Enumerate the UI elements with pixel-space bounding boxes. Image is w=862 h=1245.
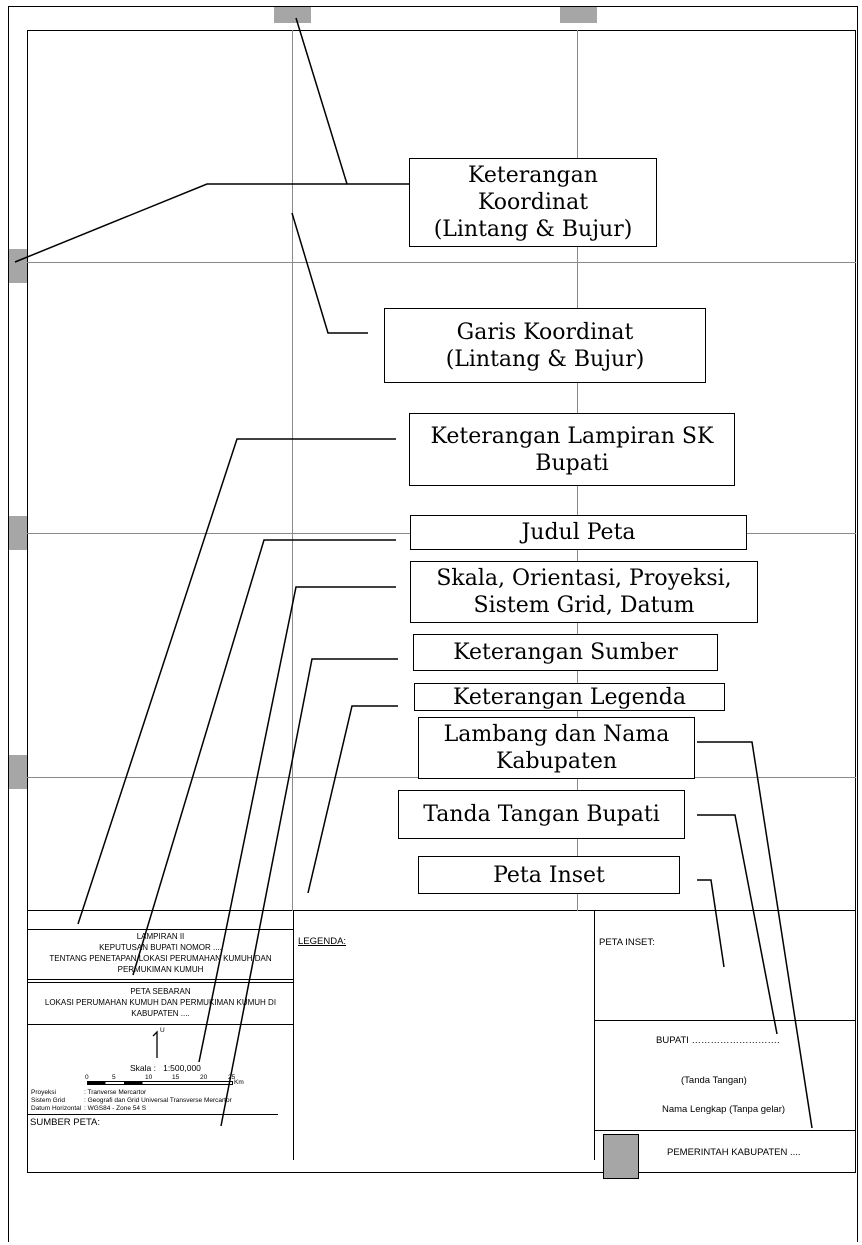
callout-text: Keterangan Sumber xyxy=(453,640,678,665)
callout-text: Tanda Tangan Bupati xyxy=(423,802,660,827)
map-frame xyxy=(27,30,856,911)
callout-legenda: Keterangan Legenda xyxy=(414,683,725,711)
lampiran-line-2: KEPUTUSAN BUPATI NOMOR .... xyxy=(99,943,222,952)
callout-judul-peta: Judul Peta xyxy=(410,515,747,550)
column-divider xyxy=(293,911,294,1160)
coordinate-marker-left xyxy=(9,249,27,283)
callout-text: Lambang dan Nama Kabupaten xyxy=(443,722,670,774)
callout-text: Skala, Orientasi, Proyeksi, Sistem Grid,… xyxy=(436,566,732,618)
projection-key: Sistem Grid xyxy=(31,1097,65,1104)
lampiran-line-1: LAMPIRAN II xyxy=(136,932,185,941)
callout-text: Garis Koordinat (Lintang & Bujur) xyxy=(445,319,645,372)
nama-lengkap-label: Nama Lengkap (Tanpa gelar) xyxy=(662,1104,786,1115)
lampiran-text: LAMPIRAN II KEPUTUSAN BUPATI NOMOR .... … xyxy=(34,931,287,975)
emblem-placeholder xyxy=(603,1134,639,1179)
tanda-tangan-label: (Tanda Tangan) xyxy=(681,1075,747,1086)
lampiran-line-3: TENTANG PENETAPAN LOKASI PERUMAHAN KUMUH… xyxy=(49,954,272,974)
scale-unit: Km xyxy=(234,1079,244,1086)
callout-keterangan-koordinat: Keterangan Koordinat (Lintang & Bujur) xyxy=(409,158,657,247)
callout-garis-koordinat: Garis Koordinat (Lintang & Bujur) xyxy=(384,308,706,383)
judul-text: PETA SEBARAN LOKASI PERUMAHAN KUMUH DAN … xyxy=(34,986,287,1019)
page-border xyxy=(8,6,858,1242)
scale-label-text: Skala : xyxy=(130,1063,156,1073)
callout-text: Judul Peta xyxy=(521,520,636,545)
coordinate-marker-left xyxy=(9,516,27,550)
judul-line-1: PETA SEBARAN xyxy=(130,987,191,996)
judul-line-2: LOKASI PERUMAHAN KUMUH DAN PERMUKIMAN KU… xyxy=(44,998,277,1018)
coordinate-marker-top xyxy=(274,7,311,23)
grid-line-vertical xyxy=(292,30,293,911)
callout-tanda-tangan: Tanda Tangan Bupati xyxy=(398,790,685,839)
north-label: U xyxy=(160,1027,165,1034)
sumber-divider xyxy=(27,1114,278,1115)
projection-key: Datum Horizontal xyxy=(31,1105,82,1112)
callout-lambang: Lambang dan Nama Kabupaten xyxy=(418,717,695,779)
peta-inset-label: PETA INSET: xyxy=(599,937,655,948)
legenda-label: LEGENDA: xyxy=(298,936,347,947)
coordinate-marker-left xyxy=(9,755,27,789)
north-arrow-icon xyxy=(150,1028,164,1060)
projection-key: Proyeksi xyxy=(31,1089,56,1096)
scale-tick-label: 15 xyxy=(172,1074,180,1081)
callout-text: Peta Inset xyxy=(493,862,605,888)
map-layout-panel xyxy=(27,911,856,1173)
projection-value: : Tranverse Mercartor xyxy=(84,1089,147,1096)
pemerintah-kabupaten-label: PEMERINTAH KABUPATEN .... xyxy=(667,1147,801,1158)
inset-divider xyxy=(595,1020,856,1021)
callout-text: Keterangan Legenda xyxy=(453,684,686,710)
bupati-label: BUPATI ………………………. xyxy=(656,1035,780,1046)
sumber-peta-label: SUMBER PETA: xyxy=(30,1117,101,1128)
scale-label: Skala : 1:500,000 xyxy=(130,1063,201,1073)
callout-peta-inset: Peta Inset xyxy=(418,856,680,894)
scale-tick-label: 10 xyxy=(145,1074,153,1081)
scale-tick-label: 0 xyxy=(85,1074,89,1081)
callout-sumber: Keterangan Sumber xyxy=(413,634,718,671)
callout-lampiran-sk: Keterangan Lampiran SK Bupati xyxy=(409,413,735,486)
projection-value: : Geografi dan Grid Universal Transverse… xyxy=(84,1097,232,1104)
callout-skala: Skala, Orientasi, Proyeksi, Sistem Grid,… xyxy=(410,561,758,623)
projection-value: : WGS84 - Zone 54 S xyxy=(84,1105,147,1112)
grid-line-horizontal xyxy=(27,262,856,263)
scale-bar xyxy=(87,1081,233,1085)
callout-text: Keterangan Lampiran SK Bupati xyxy=(430,423,714,476)
coordinate-marker-top xyxy=(560,7,597,23)
callout-text: Keterangan Koordinat (Lintang & Bujur) xyxy=(433,163,633,242)
scale-value: 1:500,000 xyxy=(163,1063,201,1073)
column-divider xyxy=(594,911,595,1160)
scale-tick-label: 20 xyxy=(200,1074,208,1081)
scale-tick-label: 5 xyxy=(112,1074,116,1081)
signature-divider xyxy=(595,1130,856,1131)
